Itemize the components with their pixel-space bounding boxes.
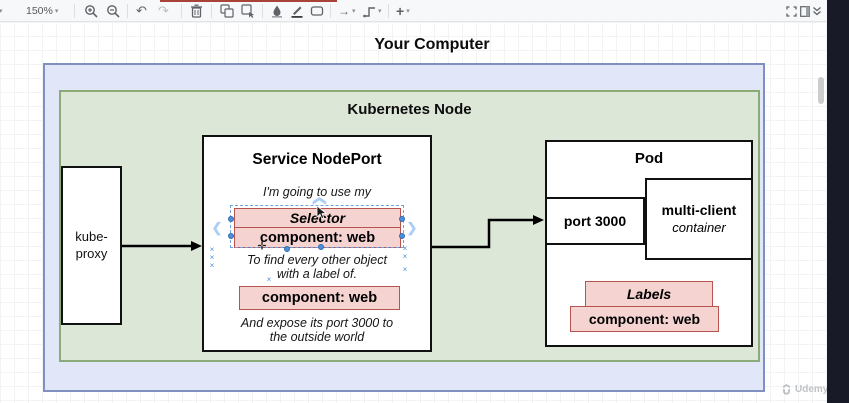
toolbar-separator [181,4,182,18]
toolbar-separator [211,4,212,18]
container-name: multi-client [661,202,737,219]
to-front-icon[interactable] [220,0,234,22]
service-nodeport-box[interactable]: Service NodePort I'm going to use my Sel… [202,135,432,352]
selection-x-mark: × [266,275,272,284]
service-label-box[interactable]: component: web [239,286,400,310]
selection-x-mark: × [402,265,408,274]
selection-handle[interactable] [284,246,290,252]
shape-style-icon[interactable] [310,0,324,22]
direction-arrow-right-icon[interactable]: ❯ [406,220,418,235]
waypoint-style-dropdown[interactable]: ▾ [363,0,382,22]
selection-x-mark: × [402,244,408,253]
redo-icon[interactable]: ↷ [158,3,169,18]
port-3000-box[interactable]: port 3000 [545,197,645,245]
service-intro-text: I'm going to use my [263,185,371,199]
toolbar-separator [262,4,263,18]
udemy-watermark-text: Udemy [795,384,829,395]
selection-x-mark: × [209,261,215,270]
pod-title: Pod [634,150,664,167]
to-back-icon[interactable] [241,0,255,22]
zoom-level-value: 150% [26,5,53,17]
kubernetes-node-title: Kubernetes Node [347,101,472,118]
connection-style-dropdown[interactable]: → ▾ [338,0,356,22]
mouse-cursor-icon [316,205,328,225]
caret-down-icon: ▾ [352,8,356,15]
selection-handle[interactable] [399,216,405,222]
arrow-right-icon: → [338,4,350,18]
line-color-icon[interactable] [290,0,304,22]
zoom-in-icon[interactable] [84,0,98,22]
caret-down-icon: ▾ [406,8,410,15]
zoom-level-dropdown[interactable]: 150% ▾ [26,0,58,22]
delete-icon[interactable] [190,0,203,22]
selector-stack[interactable]: Selector component: web [234,208,401,248]
direction-arrow-up-icon[interactable]: ❮ [313,195,328,207]
toolbar: ▾ 150% ▾ ↶ ↷ [0,0,827,22]
container-kind: container [672,219,726,235]
toolbar-separator [330,4,331,18]
kube-proxy-box[interactable]: kube- proxy [61,166,122,325]
container-box[interactable]: multi-client container [645,178,753,260]
selection-x-mark: × [209,253,215,262]
undo-icon[interactable]: ↶ [136,3,147,18]
udemy-logo-icon [783,384,790,395]
caret-down-icon: ▾ [54,8,59,15]
fullscreen-icon[interactable] [786,0,797,22]
selection-handle[interactable] [228,233,234,239]
selector-value: component: web [259,229,376,246]
labels-title-box[interactable]: Labels [585,281,713,307]
edge-caret-icon[interactable]: ▾ [0,8,3,15]
service-find-text-2: with a label of. [277,267,357,281]
fill-color-icon[interactable] [270,0,284,22]
selection-x-mark: × [209,245,215,254]
scrollbar-thumb[interactable] [818,77,824,104]
toolbar-separator [388,4,389,18]
service-expose-text-2: the outside world [269,330,365,344]
service-find-text-1: To find every other object [247,253,387,267]
caret-down-icon: ▾ [378,8,382,15]
labels-value-box[interactable]: component: web [570,306,719,332]
udemy-watermark: Udemy [781,384,828,395]
toolbar-separator [127,4,128,18]
selection-handle[interactable] [318,244,324,250]
selection-x-mark: × [402,252,408,261]
selection-handle[interactable] [228,216,234,222]
collapse-toolbar-icon[interactable] [812,0,822,22]
zoom-out-icon[interactable] [106,0,120,22]
kube-proxy-label: kube- proxy [75,228,108,261]
format-panel-icon[interactable] [800,0,810,22]
crosshair-cursor-icon: ✛ [257,240,267,253]
selection-handle[interactable] [399,233,405,239]
player-side-bar [827,0,849,403]
insert-dropdown[interactable]: + ▾ [396,0,410,22]
video-progress-remnant [160,0,337,2]
service-expose-text-1: And expose its port 3000 to [240,316,394,330]
selector-title: Selector [235,209,400,228]
plus-icon: + [396,3,405,19]
direction-arrow-left-icon[interactable]: ❮ [211,220,223,235]
service-nodeport-title: Service NodePort [252,151,382,168]
diagram-title: Your Computer [374,36,490,53]
toolbar-separator [74,4,75,18]
